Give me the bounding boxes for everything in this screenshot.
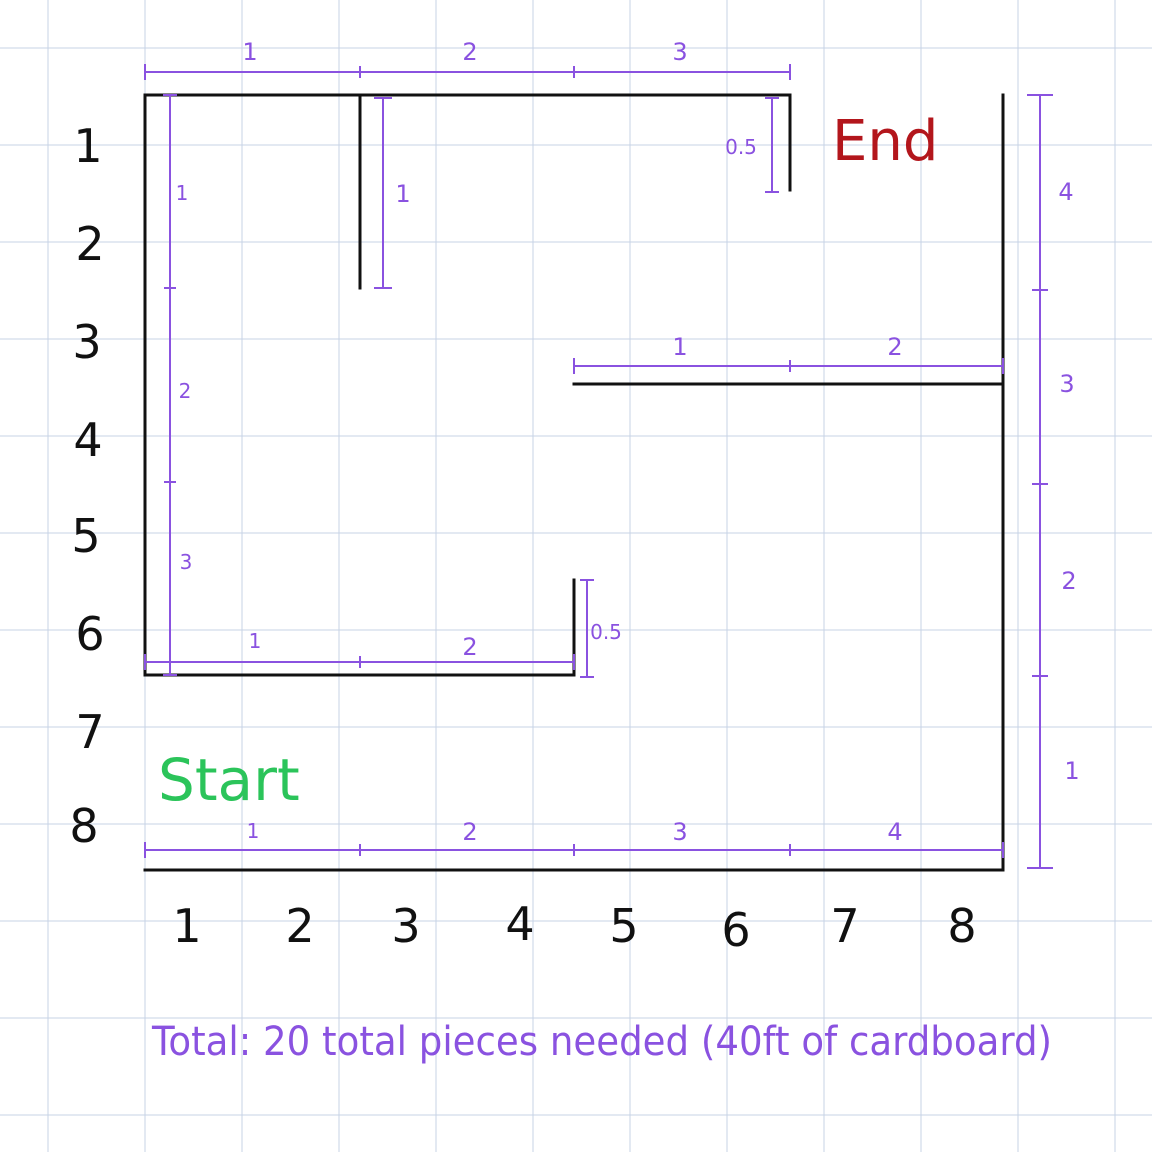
dim-top-label: 1	[242, 38, 257, 66]
col-label: 1	[172, 899, 201, 953]
row-label: 8	[69, 799, 98, 853]
col-label: 2	[285, 899, 314, 953]
col-label: 8	[947, 899, 976, 953]
dim-bottom-label: 3	[672, 818, 687, 846]
row-label: 4	[73, 413, 102, 467]
row-label: 2	[75, 217, 104, 271]
dim-middle-horizontal-label: 1	[672, 333, 687, 361]
dim-lower-horizontal-label: 2	[462, 633, 477, 661]
dim-right-label: 2	[1061, 567, 1076, 595]
dim-top-right-stub-label: 0.5	[725, 135, 757, 159]
dim-left-label: 2	[179, 379, 192, 403]
dim-left-label: 3	[180, 550, 193, 574]
dim-lower-horizontal-label: 1	[249, 629, 262, 653]
dim-top-label: 2	[462, 38, 477, 66]
dim-right-label: 1	[1064, 757, 1079, 785]
maze-walls	[143, 93, 1005, 872]
col-label: 5	[609, 899, 638, 953]
row-label: 7	[75, 705, 104, 759]
row-labels: 1 2 3 4 5 6 7 8	[69, 119, 104, 853]
row-label: 6	[75, 607, 104, 661]
row-label: 5	[71, 509, 100, 563]
end-label: End	[832, 109, 938, 174]
measurement-lines	[144, 64, 1053, 869]
dim-bottom-label: 4	[887, 818, 902, 846]
dim-right-label: 3	[1059, 370, 1074, 398]
col-label: 3	[391, 899, 420, 953]
row-label: 3	[72, 315, 101, 369]
dim-right-label: 4	[1058, 178, 1073, 206]
dim-inner-vertical-label: 1	[395, 180, 410, 208]
measurement-labels: 1 2 3 1 2 3 1 0.5 4 3 2 1 1 2 1 2 0.5 1 …	[176, 38, 1080, 846]
start-label: Start	[158, 746, 300, 814]
dim-bottom-label: 2	[462, 818, 477, 846]
dim-top-label: 3	[672, 38, 687, 66]
row-label: 1	[73, 119, 102, 173]
col-label: 7	[830, 899, 859, 953]
dim-lower-stub-label: 0.5	[590, 620, 622, 644]
col-label: 4	[505, 897, 534, 951]
dim-left-label: 1	[176, 181, 189, 205]
dim-bottom-label: 1	[247, 819, 260, 843]
col-label: 6	[721, 903, 750, 957]
dim-middle-horizontal-label: 2	[887, 333, 902, 361]
column-labels: 1 2 3 4 5 6 7 8	[172, 897, 976, 957]
total-note: Total: 20 total pieces needed (40ft of c…	[151, 1019, 1052, 1065]
